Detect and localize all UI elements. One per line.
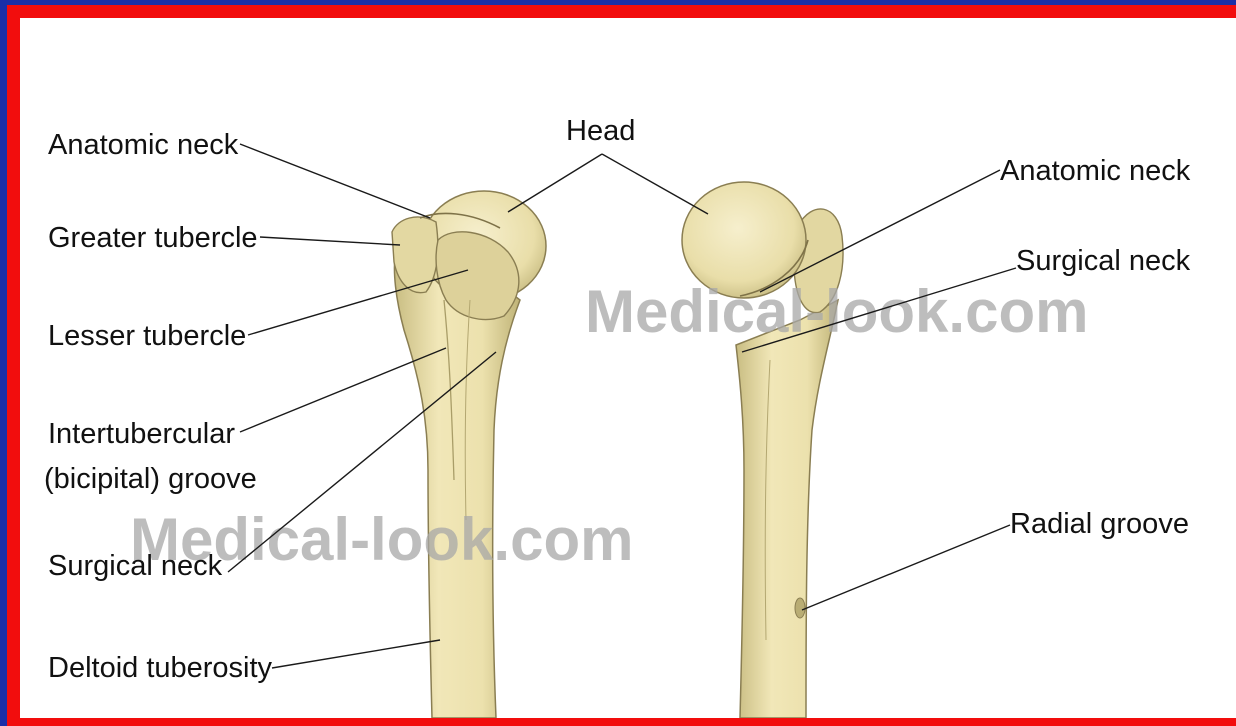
label-intertubercular-line2: (bicipital) groove — [44, 463, 257, 495]
label-greater-tubercle: Greater tubercle — [48, 222, 258, 254]
diagram-canvas: Medical-look.com Medical-look.com Anatom… — [20, 18, 1236, 718]
label-anatomic-neck-right: Anatomic neck — [1000, 155, 1191, 187]
radial-groove-mark — [795, 598, 805, 618]
leader-lines — [228, 144, 1016, 668]
label-anatomic-neck-left: Anatomic neck — [48, 129, 239, 161]
label-intertubercular-line1: Intertubercular — [48, 418, 235, 450]
label-surgical-neck-right: Surgical neck — [1016, 245, 1191, 277]
label-deltoid-tuberosity: Deltoid tuberosity — [48, 652, 273, 684]
humerus-diagram: Medical-look.com Medical-look.com Anatom… — [20, 18, 1236, 718]
label-radial-groove: Radial groove — [1010, 508, 1189, 540]
left-humerus-bone — [392, 191, 546, 718]
label-head: Head — [566, 115, 635, 147]
watermark-upper: Medical-look.com — [585, 278, 1088, 345]
label-lesser-tubercle: Lesser tubercle — [48, 320, 246, 352]
label-surgical-neck-left: Surgical neck — [48, 550, 223, 582]
